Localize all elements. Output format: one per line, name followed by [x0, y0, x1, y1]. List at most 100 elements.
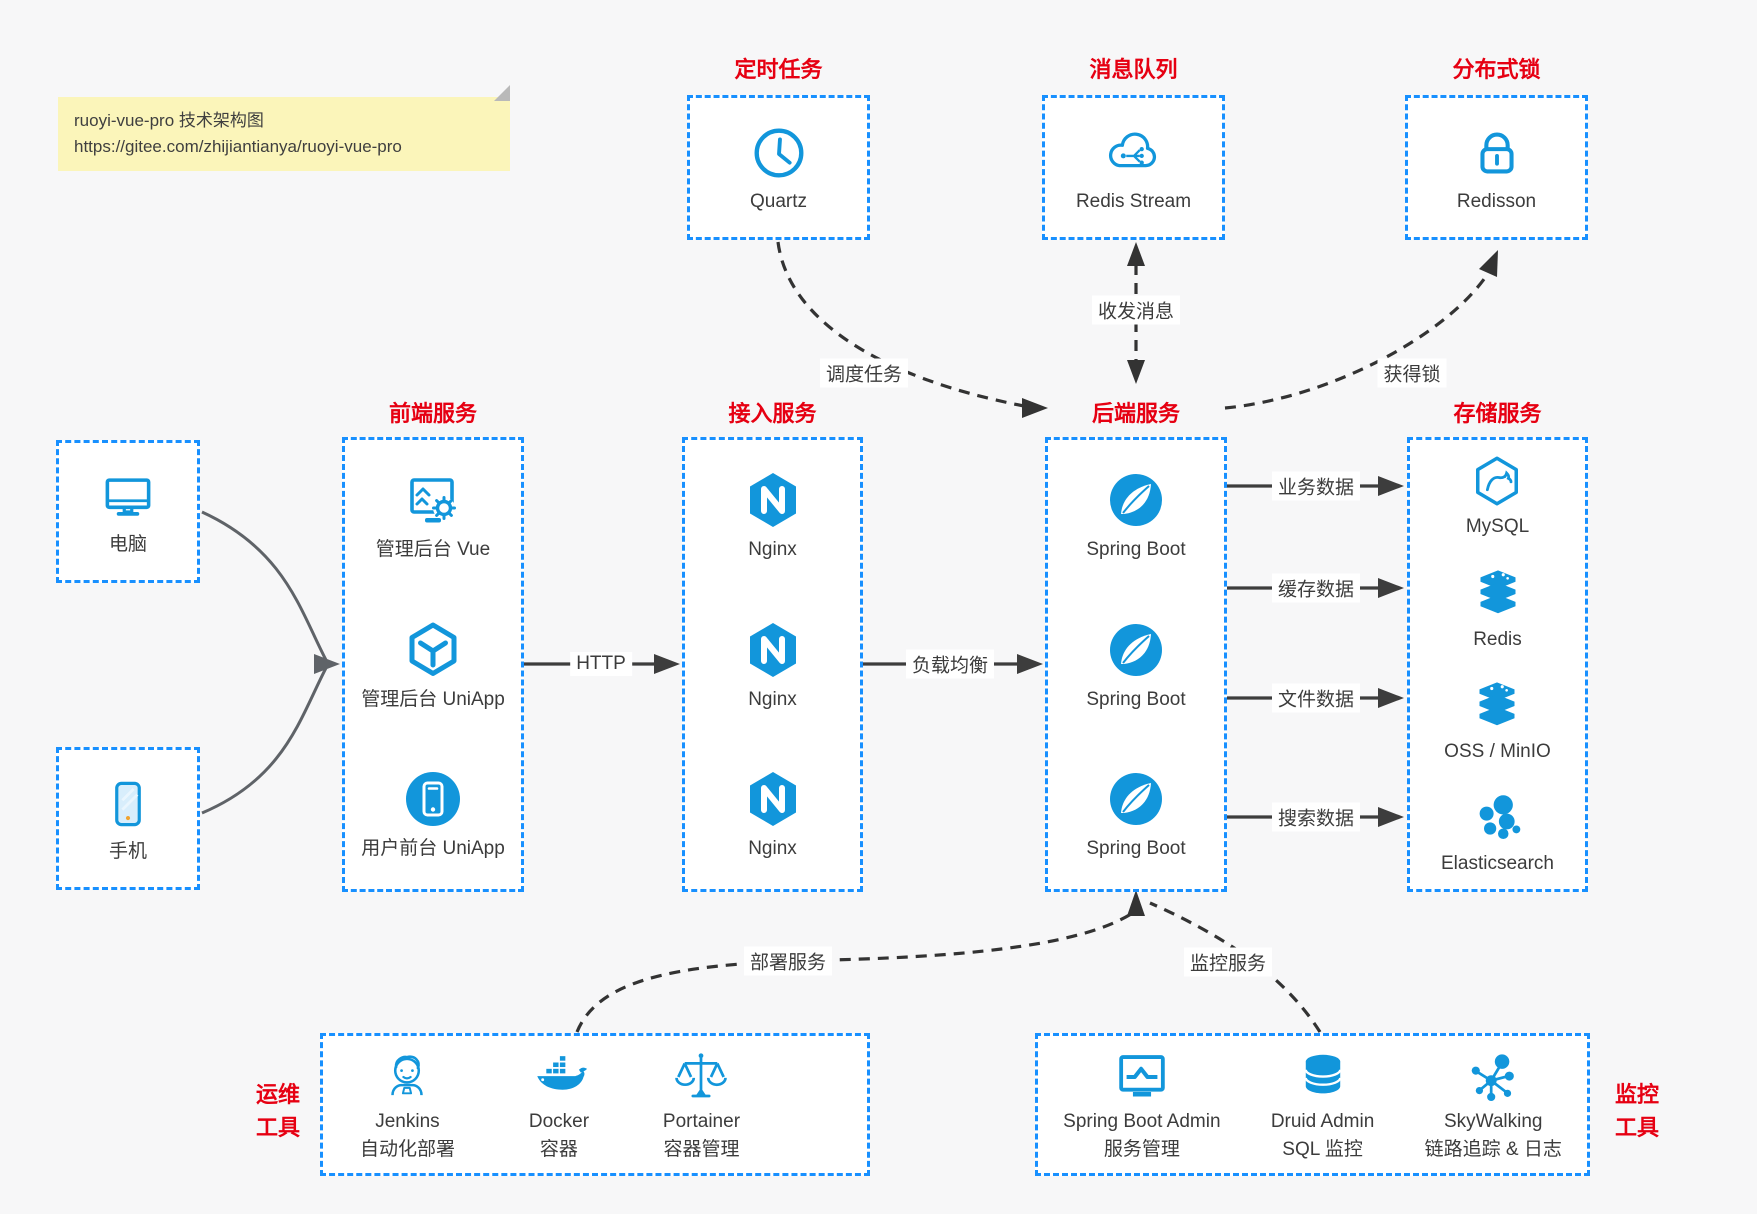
- node-label: Redis: [1473, 628, 1522, 650]
- node-redis: Redis: [1470, 566, 1526, 652]
- node-admin-uniapp: 管理后台 UniApp: [361, 618, 505, 712]
- edge-label-monitor-service: 监控服务: [1183, 947, 1273, 977]
- elasticsearch-icon: [1479, 795, 1520, 839]
- node-jenkins: Jenkins 自动化部署: [360, 1048, 455, 1162]
- node-springboot-3: Spring Boot: [1086, 767, 1186, 861]
- admin-vue-icon: [410, 478, 456, 523]
- node-spring-boot-admin: Spring Boot Admin 服务管理: [1063, 1048, 1221, 1162]
- edge-label-file-data: 文件数据: [1271, 683, 1361, 713]
- frontend-box: 管理后台 Vue 管理后台 UniApp 用户前台 UniApp: [342, 437, 524, 892]
- node-sublabel: 容器: [539, 1138, 578, 1160]
- node-label: 管理后台 Vue: [375, 538, 491, 560]
- dashed-arrowheads: [1022, 242, 1498, 916]
- node-docker: Docker 容器: [529, 1048, 589, 1162]
- backend-box: Spring Boot Spring Boot Spring Boot: [1045, 437, 1227, 892]
- node-label: Spring Boot: [1086, 838, 1186, 860]
- node-label: 电脑: [108, 533, 147, 555]
- node-label: Redis Stream: [1075, 190, 1192, 212]
- node-label: Spring Boot: [1086, 538, 1186, 560]
- node-label: Redisson: [1456, 190, 1537, 212]
- note-url: https://gitee.com/zhijiantianya/ruoyi-vu…: [74, 137, 402, 157]
- smartphone-icon: [115, 781, 141, 826]
- edge-label-schedule-job: 调度任务: [819, 358, 909, 388]
- node-skywalking: SkyWalking 链路追踪 & 日志: [1425, 1048, 1562, 1162]
- edge-label-acquire-lock: 获得锁: [1377, 358, 1447, 388]
- ops-tools-title: 运维 工具: [255, 1082, 300, 1140]
- node-sublabel: 服务管理: [1103, 1138, 1180, 1160]
- desktop-icon: [105, 477, 151, 516]
- node-label: SkyWalking: [1443, 1110, 1543, 1132]
- client-arrowhead: [314, 654, 340, 674]
- docker-icon: [537, 1055, 588, 1090]
- group-title-storage: 存储服务: [1453, 401, 1542, 426]
- node-sublabel: 自动化部署: [359, 1138, 455, 1160]
- node-redisson: Redisson: [1457, 122, 1536, 214]
- node-redis-stream: Redis Stream: [1076, 122, 1191, 214]
- node-sublabel: 链路追踪 & 日志: [1424, 1138, 1562, 1160]
- node-oss-minio: OSS / MinIO: [1444, 678, 1551, 764]
- edge-label-deploy-service: 部署服务: [743, 946, 833, 976]
- node-label: Spring Boot: [1086, 688, 1186, 710]
- spring-boot-icon: [1109, 623, 1162, 676]
- monitoring-tools-box: Spring Boot Admin 服务管理 Druid Admin SQL 监…: [1035, 1033, 1590, 1176]
- edge-label-send-receive-msg: 收发消息: [1091, 295, 1181, 325]
- edge-label-load-balance: 负载均衡: [905, 649, 995, 679]
- note-title: ruoyi-vue-pro 技术架构图: [74, 111, 264, 130]
- clock-icon: [754, 128, 803, 178]
- node-label: MySQL: [1465, 516, 1530, 538]
- jenkins-icon: [391, 1055, 424, 1095]
- druid-icon: [1304, 1054, 1341, 1094]
- node-label: Docker: [528, 1110, 590, 1132]
- edge-label-cache-data: 缓存数据: [1271, 573, 1361, 603]
- node-label: Elasticsearch: [1441, 853, 1554, 874]
- group-title-scheduler: 定时任务: [734, 57, 823, 82]
- nginx-icon: [749, 472, 796, 527]
- node-nginx-1: Nginx: [741, 468, 805, 562]
- ops-tools-box: Jenkins 自动化部署 Docker 容器: [320, 1033, 870, 1176]
- nginx-icon: [749, 622, 796, 677]
- node-user-uniapp: 用户前台 UniApp: [361, 767, 505, 861]
- cloud-queue-icon: [1109, 132, 1157, 167]
- node-portainer: Portainer 容器管理: [663, 1048, 740, 1162]
- node-elasticsearch: Elasticsearch: [1441, 790, 1554, 876]
- node-label: 手机: [108, 840, 147, 862]
- node-label: 用户前台 UniApp: [361, 838, 505, 860]
- node-label: Nginx: [748, 838, 797, 860]
- node-pc: 电脑: [98, 467, 158, 557]
- group-title-frontend: 前端服务: [388, 401, 477, 426]
- client-curves: [201, 510, 328, 815]
- node-nginx-2: Nginx: [741, 618, 805, 712]
- nginx-icon: [749, 772, 796, 827]
- solid-arrowheads: [654, 476, 1404, 827]
- sticky-note: ruoyi-vue-pro 技术架构图 https://gitee.com/zh…: [58, 85, 510, 171]
- mysql-icon: [1476, 456, 1519, 506]
- node-label: Nginx: [748, 688, 797, 710]
- monitoring-tools-title: 监控 工具: [1614, 1082, 1659, 1140]
- node-sublabel: 容器管理: [663, 1138, 740, 1160]
- edge-label-http: HTTP: [570, 652, 632, 676]
- node-label: Quartz: [749, 190, 808, 212]
- node-label: OSS / MinIO: [1444, 740, 1551, 762]
- node-label: Nginx: [748, 538, 797, 560]
- mq-box: Redis Stream: [1042, 95, 1225, 240]
- note-fold-corner: [494, 85, 510, 101]
- node-druid-admin: Druid Admin SQL 监控: [1271, 1048, 1374, 1162]
- skywalking-icon: [1471, 1054, 1515, 1101]
- node-label: Spring Boot Admin: [1063, 1110, 1221, 1132]
- node-label: 管理后台 UniApp: [361, 688, 505, 710]
- client-phone-box: 手机: [56, 747, 200, 890]
- uniapp-cube-icon: [409, 622, 457, 676]
- group-title-mq: 消息队列: [1089, 57, 1178, 82]
- client-pc-box: 电脑: [56, 440, 200, 583]
- node-springboot-1: Spring Boot: [1086, 468, 1186, 562]
- spring-boot-icon: [1109, 773, 1162, 826]
- portainer-icon: [675, 1053, 728, 1098]
- node-phone: 手机: [98, 774, 158, 864]
- lock-icon: [1479, 132, 1514, 174]
- group-title-lock: 分布式锁: [1452, 57, 1541, 82]
- oss-stack-icon: [1479, 682, 1515, 725]
- redis-stack-icon: [1480, 569, 1515, 613]
- gateway-box: Nginx Nginx Nginx: [682, 437, 863, 892]
